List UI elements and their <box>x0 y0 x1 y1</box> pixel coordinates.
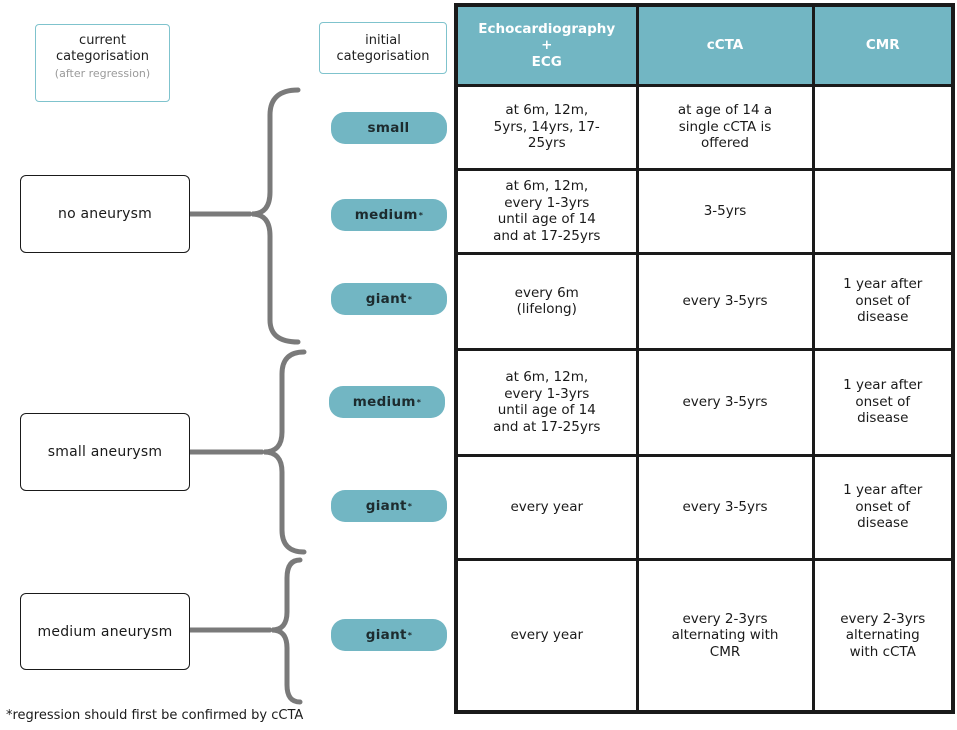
category-no-aneurysm: no aneurysm <box>20 175 190 253</box>
table-header-row: Echocardiography + ECG cCTA CMR <box>454 3 955 87</box>
pill-giant: giant* <box>331 490 447 522</box>
pill-medium: medium* <box>331 199 447 231</box>
table-cell <box>811 83 955 171</box>
pill-giant: giant* <box>331 619 447 651</box>
column-header-ccta: cCTA <box>635 3 815 87</box>
table-cell: 1 year after onset of disease <box>811 251 955 351</box>
table-cell: every 6m (lifelong) <box>454 251 639 351</box>
table-cell: 1 year after onset of disease <box>811 453 955 561</box>
category-medium-aneurysm: medium aneurysm <box>20 593 190 670</box>
table-row: every year every 2-3yrs alternating with… <box>454 557 955 714</box>
table-row: every 6m (lifelong) every 3-5yrs 1 year … <box>454 251 955 351</box>
table-cell: at 6m, 12m, every 1-3yrs until age of 14… <box>454 347 639 457</box>
category-label: no aneurysm <box>58 206 152 222</box>
table-cell: 1 year after onset of disease <box>811 347 955 457</box>
table-row: at 6m, 12m, 5yrs, 14yrs, 17- 25yrs at ag… <box>454 83 955 171</box>
category-small-aneurysm: small aneurysm <box>20 413 190 491</box>
initial-categorisation-title: initial categorisation <box>336 33 430 64</box>
pill-giant: giant* <box>331 283 447 315</box>
table-cell: every 2-3yrs alternating with CMR <box>635 557 815 714</box>
pill-small: small <box>331 112 447 144</box>
column-header-cmr: CMR <box>811 3 955 87</box>
table-cell: every 3-5yrs <box>635 251 815 351</box>
current-categorisation-header: current categorisation (after regression… <box>35 24 170 102</box>
table-cell: 3-5yrs <box>635 167 815 255</box>
table-cell: every year <box>454 453 639 561</box>
table-cell: every 3-5yrs <box>635 347 815 457</box>
curly-bracket <box>271 557 303 705</box>
table-cell: every 2-3yrs alternating with cCTA <box>811 557 955 714</box>
curly-bracket <box>251 87 301 345</box>
table-row: every year every 3-5yrs 1 year after ons… <box>454 453 955 561</box>
table-row: at 6m, 12m, every 1-3yrs until age of 14… <box>454 167 955 255</box>
current-categorisation-title: current categorisation <box>55 33 149 64</box>
table-cell <box>811 167 955 255</box>
column-header-echo-ecg: Echocardiography + ECG <box>454 3 639 87</box>
pill-medium: medium* <box>329 386 445 418</box>
initial-categorisation-header: initial categorisation <box>319 22 447 74</box>
table-cell: at age of 14 a single cCTA is offered <box>635 83 815 171</box>
table-cell: every year <box>454 557 639 714</box>
after-regression-note: (after regression) <box>54 67 151 80</box>
surveillance-table: Echocardiography + ECG cCTA CMR at 6m, 1… <box>454 3 955 714</box>
table-row: at 6m, 12m, every 1-3yrs until age of 14… <box>454 347 955 457</box>
table-cell: at 6m, 12m, 5yrs, 14yrs, 17- 25yrs <box>454 83 639 171</box>
footnote: *regression should first be confirmed by… <box>6 708 304 723</box>
table-cell: at 6m, 12m, every 1-3yrs until age of 14… <box>454 167 639 255</box>
curly-bracket <box>263 349 307 555</box>
table-cell: every 3-5yrs <box>635 453 815 561</box>
category-label: small aneurysm <box>47 444 163 460</box>
category-label: medium aneurysm <box>37 623 173 640</box>
